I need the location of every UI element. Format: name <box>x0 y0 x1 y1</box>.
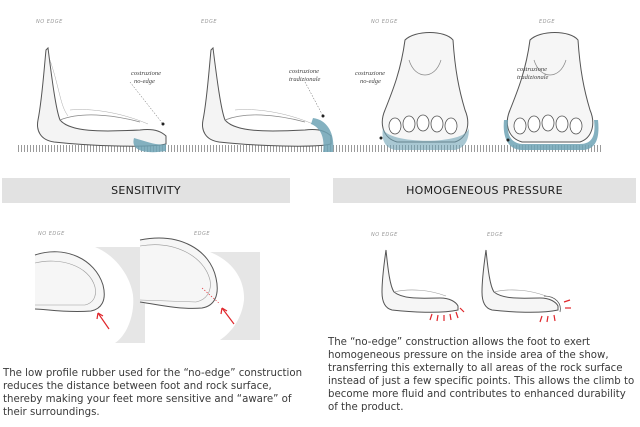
panel-tag: EDGE <box>194 231 211 237</box>
panel-tag: NO EDGE <box>36 19 63 25</box>
caption-line: tradizionale <box>289 76 321 83</box>
sensitivity-edge-illustration <box>139 237 260 340</box>
panel-tag: EDGE <box>201 19 218 25</box>
section-heading-homogeneous-pressure: HOMOGENEOUS PRESSURE <box>333 178 636 203</box>
pressure-edge-illustration <box>481 249 571 323</box>
caption-line: no-edge <box>134 78 155 85</box>
caption-line: tradizionale <box>517 74 549 81</box>
sensitivity-no-edge-illustration <box>34 247 145 343</box>
pressure-description: The “no-edge” construction allows the fo… <box>328 337 635 413</box>
ground-strip <box>18 145 603 152</box>
caption-line: costruzione <box>131 70 161 77</box>
panel-tag: EDGE <box>539 19 556 25</box>
foot-side-edge-illustration <box>202 46 334 152</box>
caption-line: no-edge <box>360 78 381 85</box>
foot-front-edge-illustration <box>503 32 599 150</box>
foot-front-no-edge-illustration <box>379 32 469 150</box>
section-heading-sensitivity: SENSITIVITY <box>2 178 290 203</box>
panel-tag: NO EDGE <box>371 19 398 25</box>
pressure-no-edge-illustration <box>381 249 465 322</box>
caption-line: costruzione <box>355 70 385 77</box>
sensitivity-description: The low profile rubber used for the “no-… <box>3 368 303 418</box>
panel-tag: NO EDGE <box>371 232 398 238</box>
caption-line: costruzione <box>289 68 319 75</box>
foot-side-no-edge-illustration <box>37 46 167 153</box>
panel-tag: EDGE <box>487 232 504 238</box>
caption-line: costruzione <box>517 66 547 73</box>
panel-tag: NO EDGE <box>38 231 65 237</box>
